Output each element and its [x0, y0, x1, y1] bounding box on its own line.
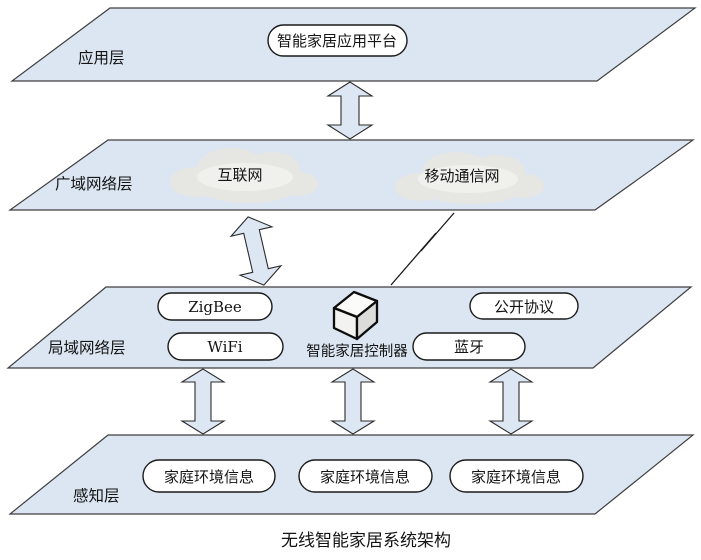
- arrow-lan-perception-middle: [330, 368, 376, 435]
- zigbee-label: ZigBee: [188, 298, 242, 316]
- application-layer-label: 应用层: [78, 48, 125, 67]
- controller-box-side-face: [355, 299, 379, 341]
- internet-label: 互联网: [217, 166, 262, 184]
- home-env-info-label-3: 家庭环境信息: [471, 468, 561, 486]
- perception-layer-label: 感知层: [73, 487, 120, 505]
- wifi-label: WiFi: [207, 338, 242, 356]
- arrow-lan-perception-left: [180, 368, 226, 435]
- app-platform-node: [267, 24, 408, 57]
- arrow-wan-lan: [229, 216, 283, 286]
- cloud-highlight: [418, 165, 518, 193]
- lightning-link-icon: [390, 212, 455, 286]
- open-protocol-label: 公开协议: [494, 298, 554, 316]
- arrow-lan-perception-right: [488, 368, 534, 435]
- arrow-app-wan: [326, 81, 374, 140]
- internet-cloud: 互联网: [170, 148, 318, 203]
- wifi-node: [167, 332, 284, 361]
- bluetooth-label: 蓝牙: [454, 338, 484, 356]
- controller-label: 智能家居控制器: [306, 343, 408, 360]
- zigbee-node: [157, 292, 273, 321]
- arrow-wan-lan-shape: [229, 216, 283, 286]
- mobile-network-label: 移动通信网: [424, 167, 499, 185]
- app-platform-label: 智能家居应用平台: [277, 32, 397, 50]
- bluetooth-node: [412, 332, 526, 361]
- home-env-info-label-1: 家庭环境信息: [164, 468, 254, 486]
- open-protocol-node: [469, 292, 579, 320]
- home-env-info-node-1: [142, 459, 276, 493]
- diagram-title: 无线智能家居系统架构: [281, 531, 451, 551]
- home-env-info-node-2: [298, 459, 433, 493]
- wan-layer-label: 广域网络层: [55, 175, 133, 193]
- home-env-info-label-2: 家庭环境信息: [320, 468, 410, 486]
- lan-layer-label: 局域网络层: [48, 339, 126, 357]
- mobile-network-cloud: 移动通信网: [395, 152, 544, 204]
- cloud-highlight: [197, 163, 293, 191]
- home-env-info-node-3: [449, 459, 584, 493]
- controller-3d-box-icon: [332, 290, 379, 341]
